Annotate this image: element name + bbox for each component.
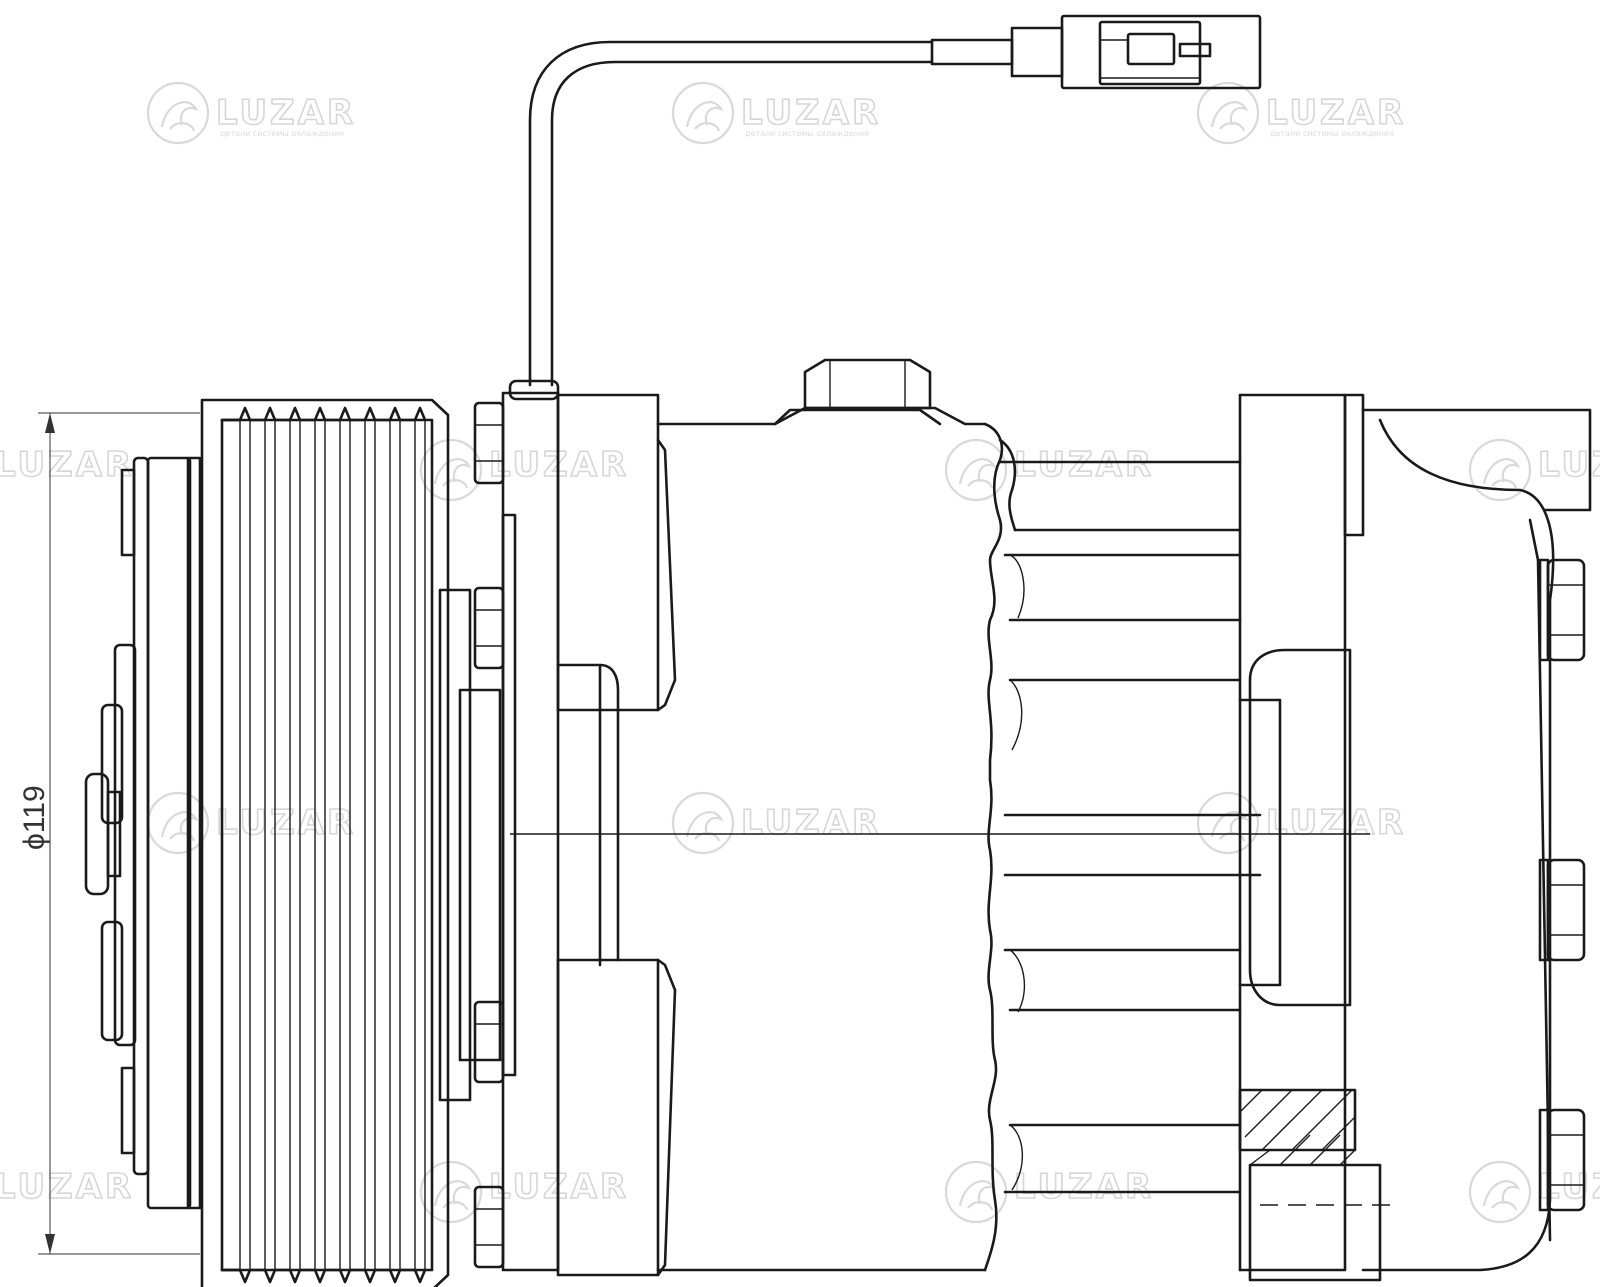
watermark-logo bbox=[1468, 1160, 1532, 1224]
watermark-brand: LUZAR bbox=[1266, 93, 1406, 133]
watermark-brand: LUZAR bbox=[216, 93, 356, 133]
watermark-tagline: детали системы охлаждения bbox=[220, 129, 344, 138]
watermark-tagline: детали системы охлаждения bbox=[1270, 129, 1394, 138]
rear-housing bbox=[1238, 393, 1592, 1282]
watermark-brand: LUZAR bbox=[216, 803, 356, 843]
watermark-logo bbox=[1196, 81, 1260, 145]
compressor-body bbox=[656, 358, 1262, 1272]
watermark-logo bbox=[146, 81, 210, 145]
front-flange bbox=[473, 379, 677, 1277]
dimension-label: ϕ119 bbox=[18, 785, 51, 850]
watermark-tagline: детали системы охлаждения bbox=[745, 129, 869, 138]
watermark-brand: LUZAR bbox=[1014, 445, 1154, 485]
diameter-dimension: ϕ119 bbox=[18, 412, 200, 1255]
watermark-logo bbox=[419, 1160, 483, 1224]
watermark-brand: LUZAR bbox=[0, 445, 134, 485]
groove-teeth bbox=[220, 1268, 427, 1284]
clutch-front-plate bbox=[84, 456, 202, 1210]
electrical-connector bbox=[528, 14, 1262, 387]
watermark-brand: LUZAR bbox=[741, 93, 881, 133]
pulley-grooves bbox=[220, 406, 427, 1284]
watermark-logo bbox=[671, 81, 735, 145]
watermark-logo bbox=[671, 791, 735, 855]
groove-teeth bbox=[220, 406, 427, 422]
watermark-brand: LUZAR bbox=[741, 803, 881, 843]
watermark-brand: LUZAR bbox=[0, 1167, 134, 1207]
watermark-brand: LUZAR bbox=[1266, 803, 1406, 843]
watermark-brand: LUZAR bbox=[1014, 1167, 1154, 1207]
pulley bbox=[200, 398, 502, 1287]
watermark-logo bbox=[419, 438, 483, 502]
watermark-group: LUZAR детали системы охлаждения LUZAR де… bbox=[0, 81, 1600, 1224]
